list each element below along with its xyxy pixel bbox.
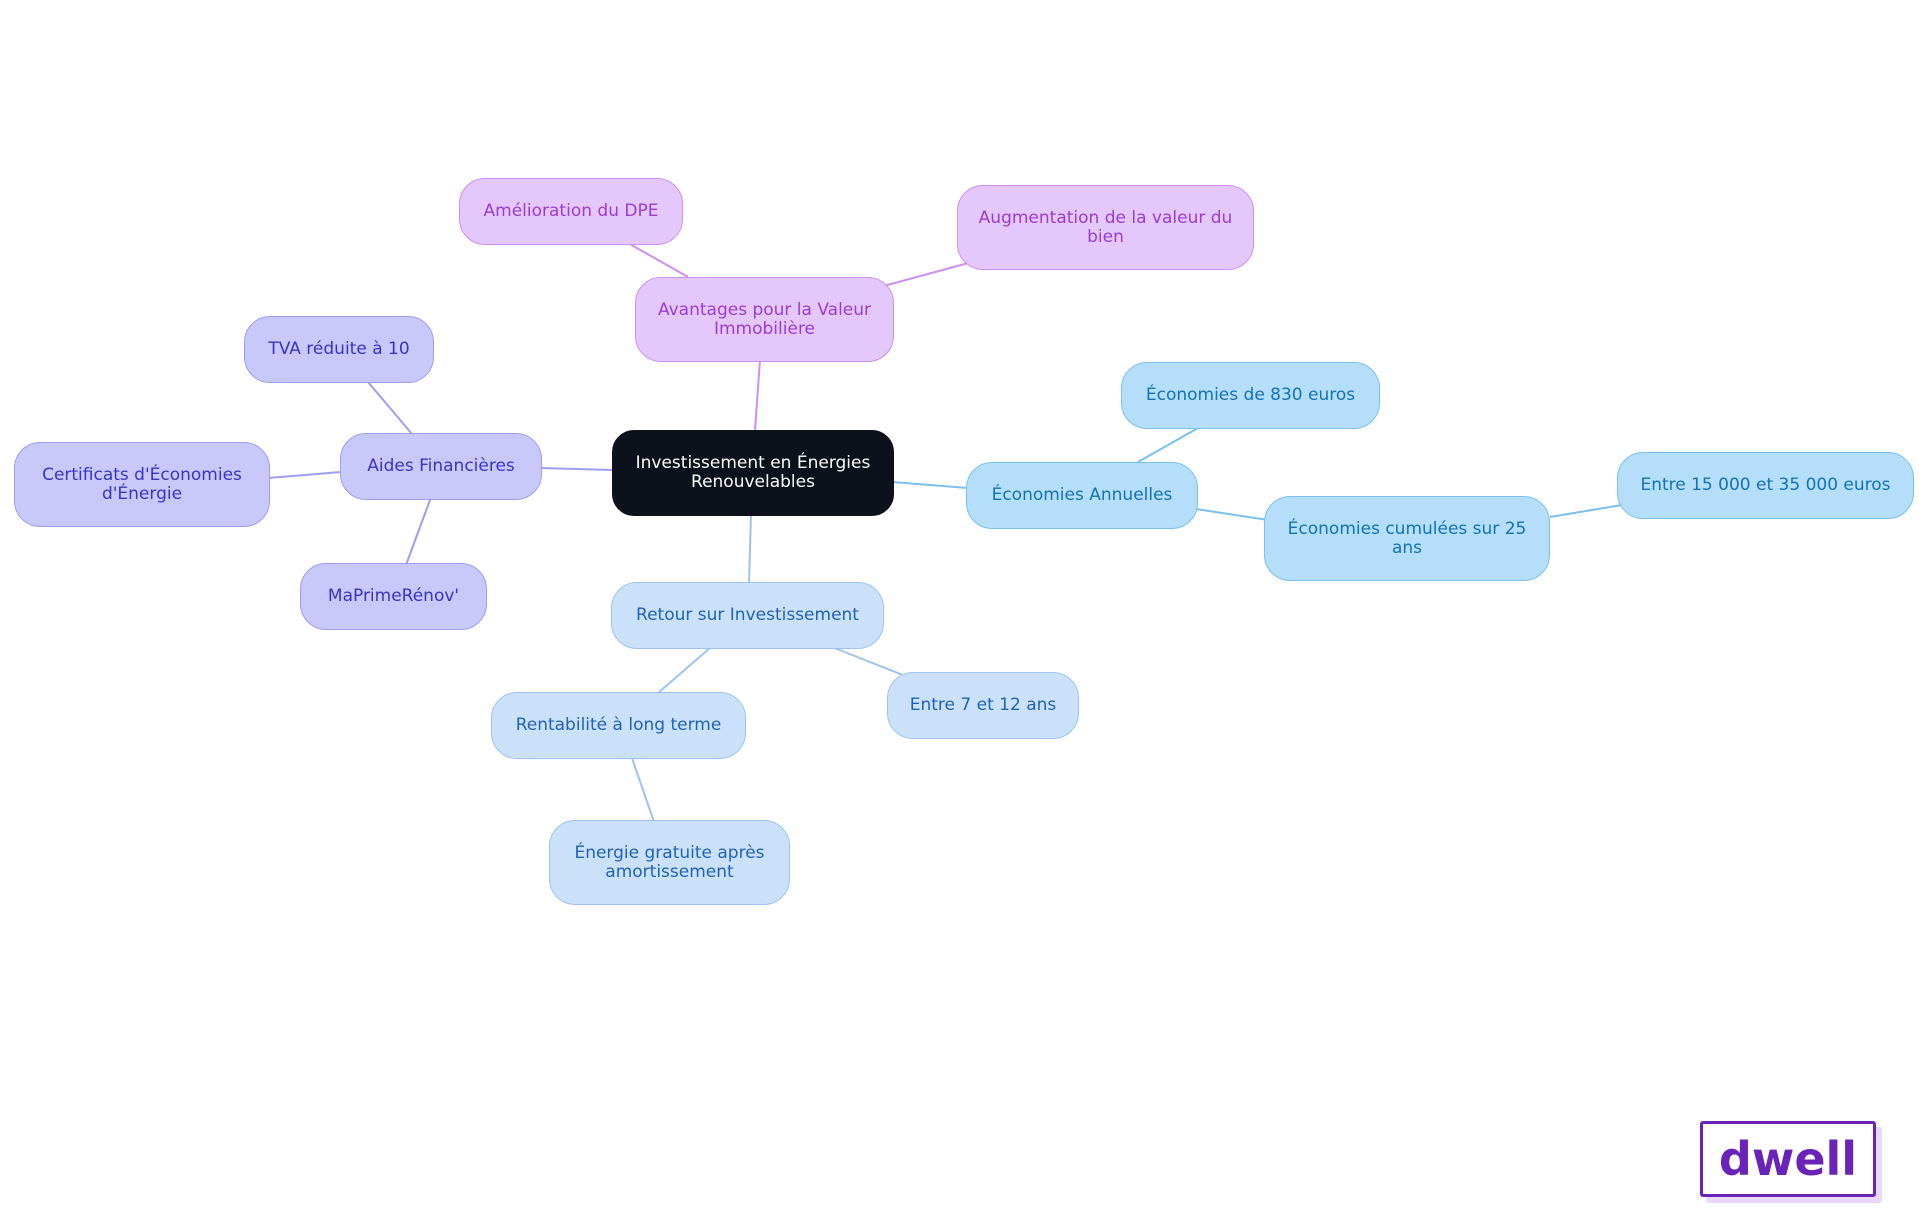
leaf-label-delai: Entre 7 et 12 ans [909,695,1057,715]
dwell-logo: dwell [1700,1121,1882,1203]
leaf-node-energie[interactable]: Énergie gratuite après amortissement [549,820,790,905]
edge-aides-cee [267,471,342,479]
edge-valeur-dpe [627,242,689,278]
leaf-node-830[interactable]: Économies de 830 euros [1121,362,1380,429]
branch-label-aides: Aides Financières [367,456,515,476]
leaf-label-energie: Énergie gratuite après amortissement [574,842,765,882]
leaf-node-cumulees[interactable]: Économies cumulées sur 25 ans [1264,496,1550,581]
branch-node-retour[interactable]: Retour sur Investissement [611,582,884,649]
edge-root-valeur [754,359,761,431]
leaf-node-delai[interactable]: Entre 7 et 12 ans [887,672,1079,739]
edge-rentabilite-energie [631,757,655,823]
leaf-label-entre-euros: Entre 15 000 et 35 000 euros [1640,475,1891,495]
leaf-node-cee[interactable]: Certificats d'Économies d'Énergie [14,442,270,527]
edge-economies-830 [1137,427,1199,463]
edge-root-aides [539,467,613,471]
leaf-node-mprenov[interactable]: MaPrimeRénov' [300,563,487,630]
leaf-node-tva[interactable]: TVA réduite à 10 [244,316,434,383]
branch-label-retour: Retour sur Investissement [636,605,859,625]
edge-cumulees-entre [1549,504,1623,518]
leaf-label-tva: TVA réduite à 10 [268,339,410,359]
leaf-label-dpe: Amélioration du DPE [483,201,659,221]
logo-text: dwell [1718,1132,1858,1186]
logo-box: dwell [1700,1121,1876,1197]
edge-economies-cumulees [1195,508,1269,521]
branch-label-economies: Économies Annuelles [991,485,1173,505]
root-label: Investissement en Énergies Renouvelables [635,453,871,492]
edge-root-economies [891,481,969,489]
leaf-label-augmentation: Augmentation de la valeur du bien [978,207,1233,247]
leaf-node-augmentation[interactable]: Augmentation de la valeur du bien [957,185,1254,270]
edge-aides-mprenov [405,499,431,566]
edge-retour-delai [831,646,909,678]
edge-aides-tva [367,381,413,435]
leaf-label-mprenov: MaPrimeRénov' [327,586,460,606]
leaf-node-dpe[interactable]: Amélioration du DPE [459,178,683,245]
edge-root-retour [748,514,752,584]
root-node[interactable]: Investissement en Énergies Renouvelables [612,430,894,516]
branch-node-economies[interactable]: Économies Annuelles [966,462,1198,529]
branch-node-aides[interactable]: Aides Financières [340,433,542,500]
edge-retour-rentabilite [657,647,711,694]
leaf-node-rentabilite[interactable]: Rentabilité à long terme [491,692,746,759]
edge-valeur-augmentation [879,261,973,288]
leaf-label-cumulees: Économies cumulées sur 25 ans [1287,518,1527,558]
leaf-label-cee: Certificats d'Économies d'Énergie [42,464,242,504]
branch-node-valeur[interactable]: Avantages pour la Valeur Immobilière [635,277,894,362]
leaf-label-rentabilite: Rentabilité à long terme [515,715,722,735]
leaf-node-entre-euros[interactable]: Entre 15 000 et 35 000 euros [1617,452,1914,519]
branch-label-valeur: Avantages pour la Valeur Immobilière [657,299,872,339]
leaf-label-830: Économies de 830 euros [1145,385,1356,405]
